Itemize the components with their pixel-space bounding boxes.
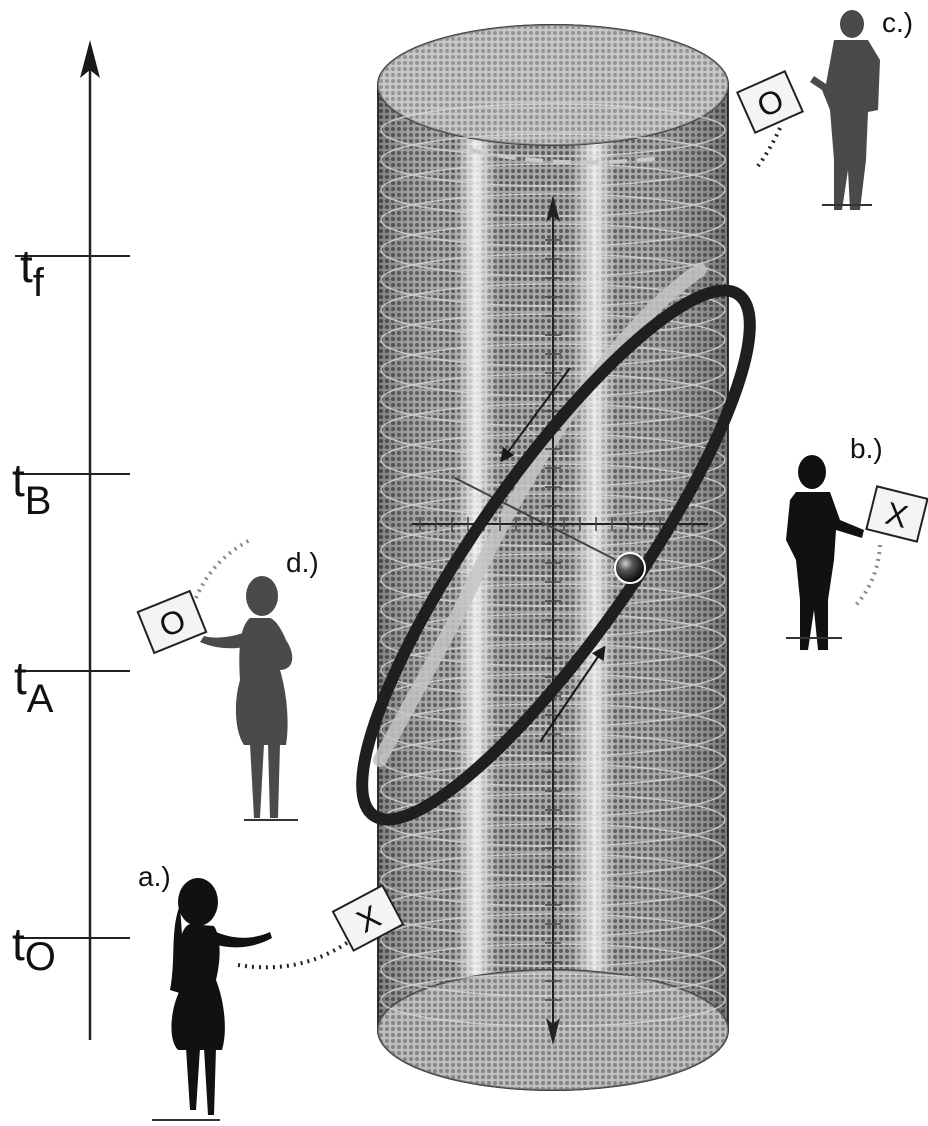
tick-tf: tf: [15, 240, 130, 305]
svg-text:tf: tf: [20, 240, 45, 305]
card-icon: O: [735, 70, 805, 134]
tick-main-text: t: [12, 454, 25, 506]
tick-tb: tB: [12, 454, 130, 523]
helix-ring: [380, 133, 726, 187]
helix-ring: [380, 103, 726, 157]
panel-label: a.): [138, 861, 171, 892]
axis-arrow-up-icon: [546, 195, 560, 222]
panel-label: d.): [286, 547, 319, 578]
sphere-icon: [614, 552, 646, 584]
diagonal-axis: [454, 477, 621, 563]
orbit-ring: [356, 284, 756, 826]
ghost-ring-arc: [373, 263, 707, 767]
tick-main-text: t: [12, 918, 25, 970]
throw-trail: [194, 538, 251, 599]
arrow-up-icon: [80, 40, 100, 78]
tick-ta: tA: [14, 652, 130, 721]
panel-d: d.) O: [136, 538, 319, 821]
velocity-arrow-upper: [500, 367, 571, 463]
velocity-arrow-lower: [539, 645, 606, 743]
panel-label: b.): [850, 433, 883, 464]
ghost-ring: [343, 242, 757, 758]
panel-c: c.) O: [735, 7, 913, 210]
throw-trail: [756, 127, 782, 168]
dashed-ring-segment: [469, 148, 661, 165]
card-icon: O: [136, 589, 208, 655]
woman-silhouette-icon: [170, 878, 272, 1115]
man-silhouette-icon: [786, 455, 864, 650]
svg-text:tB: tB: [12, 454, 51, 523]
panel-b: b.) X: [786, 433, 928, 650]
svg-text:tA: tA: [14, 652, 54, 721]
throw-trail: [237, 940, 350, 970]
panel-label: c.): [882, 7, 913, 38]
tick-sub-text: f: [33, 261, 45, 305]
timeline: tf tB tA tO: [12, 40, 130, 1040]
svg-text:tO: tO: [12, 918, 56, 979]
tick-to: tO: [12, 918, 130, 979]
tick-main-text: t: [20, 240, 33, 292]
card-icon: X: [331, 884, 405, 952]
panel-a: a.) X: [138, 861, 405, 1121]
axis-arrow-down-icon: [546, 1018, 560, 1045]
tick-sub-text: B: [25, 479, 52, 523]
throw-trail: [854, 544, 882, 607]
tick-main-text: t: [14, 652, 27, 704]
axes: [412, 195, 708, 1045]
card-icon: X: [865, 485, 928, 543]
tick-sub-text: O: [25, 935, 56, 979]
woman-silhouette-icon: [200, 576, 293, 818]
man-silhouette-icon: [810, 10, 880, 210]
cylinder-top: [377, 24, 729, 146]
tick-sub-text: A: [27, 677, 54, 721]
